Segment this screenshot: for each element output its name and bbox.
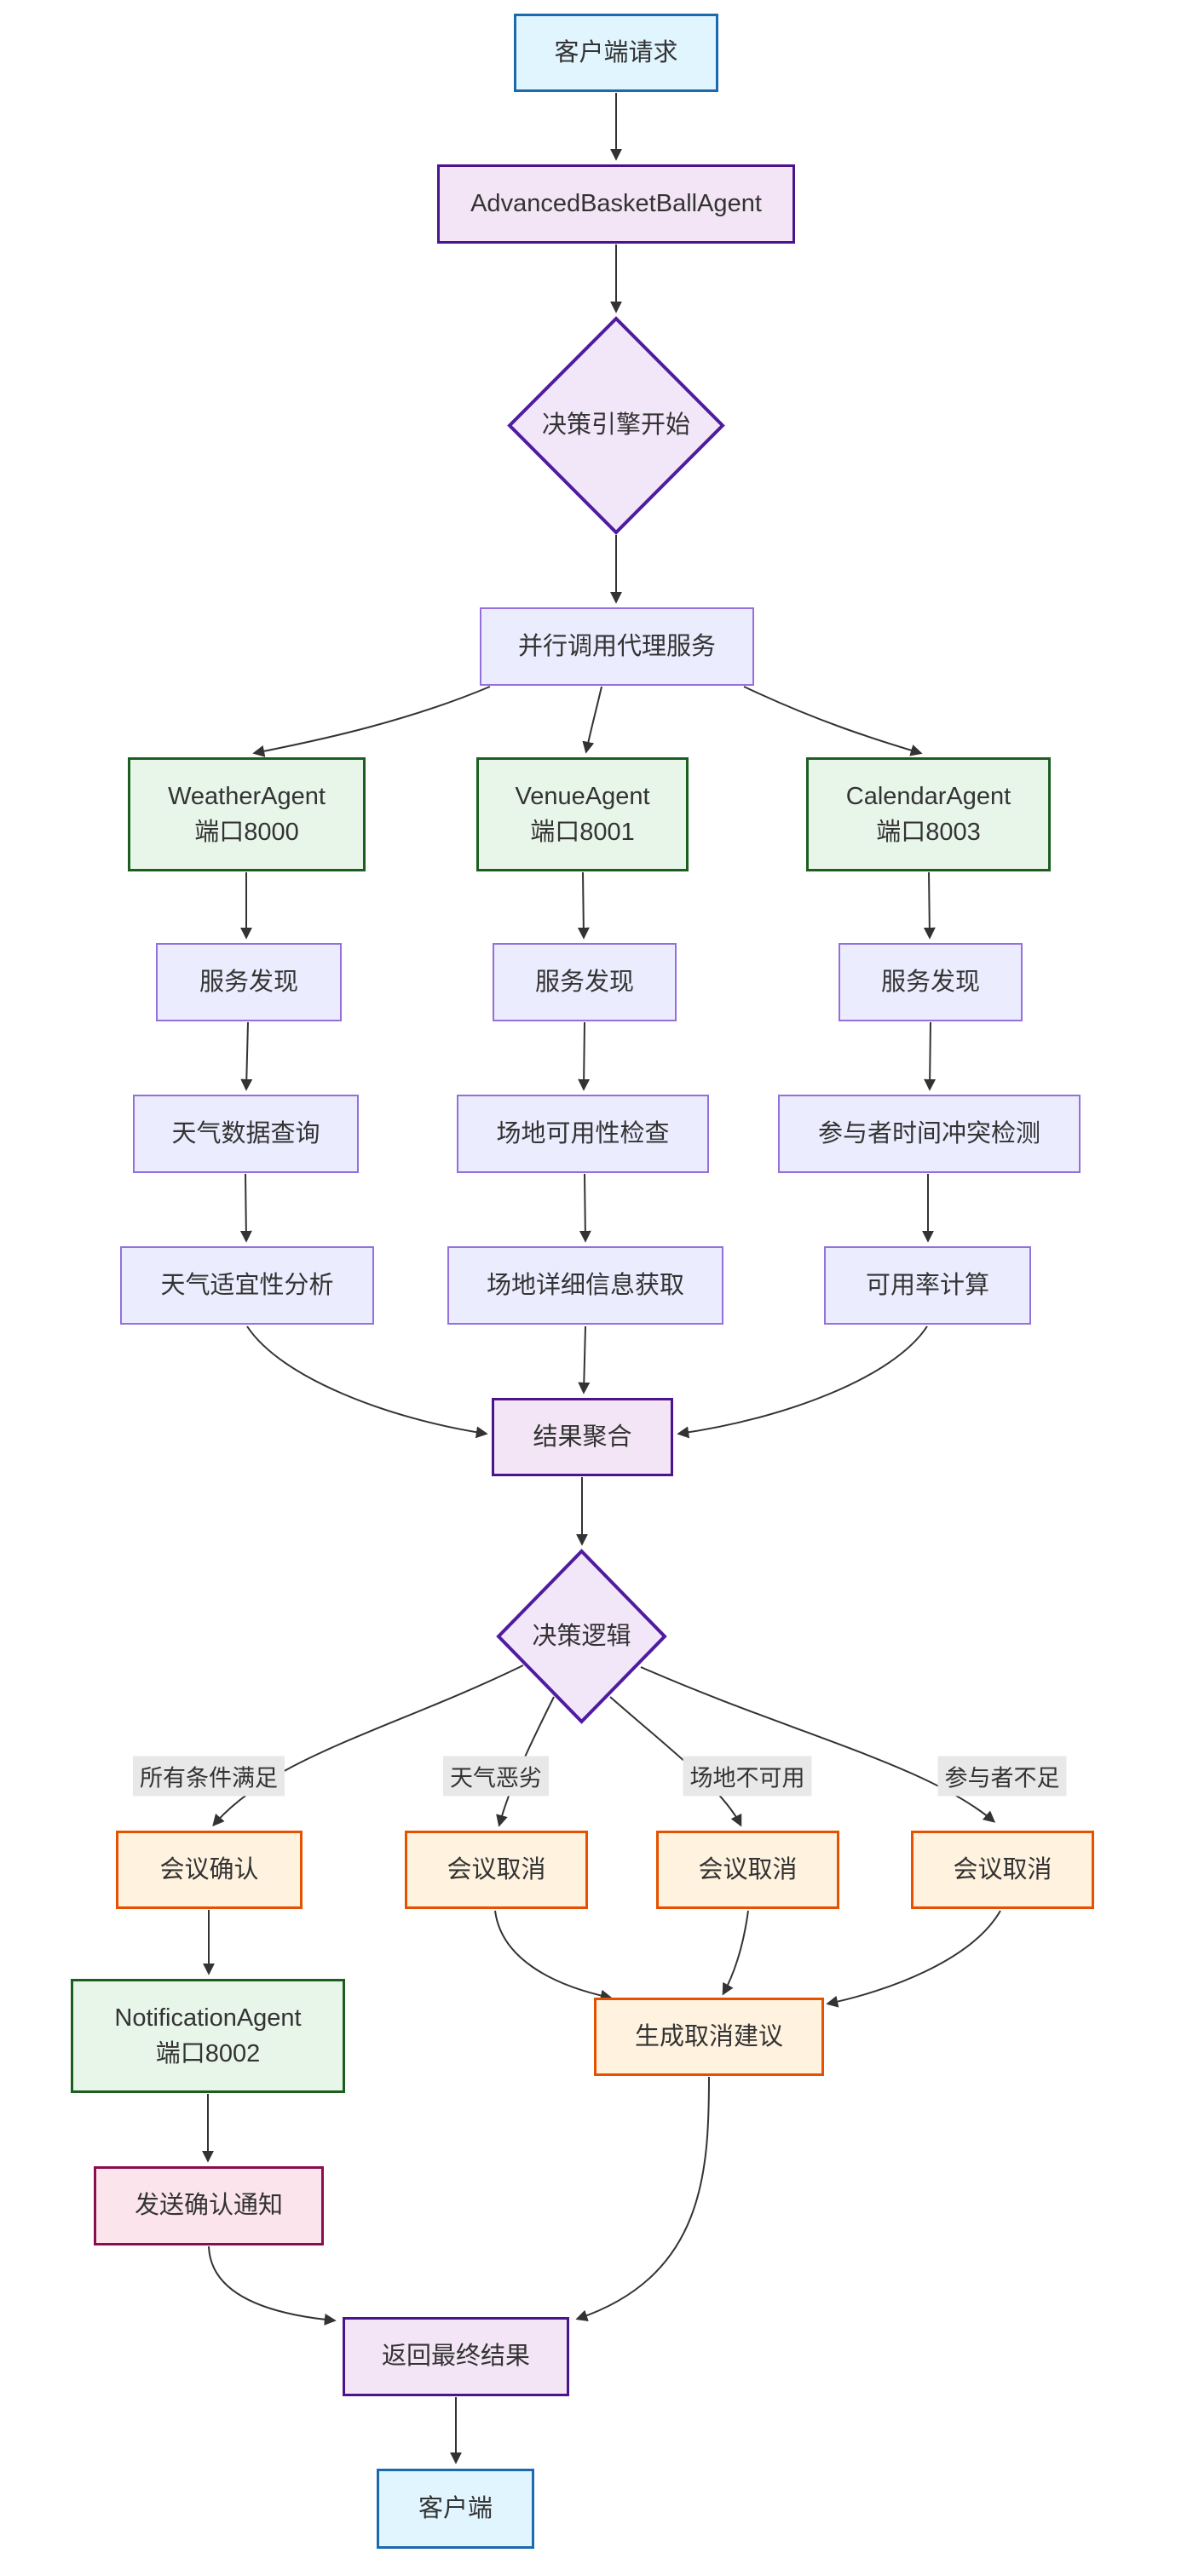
node-label: NotificationAgent	[114, 2004, 302, 2032]
edge-generate-returnfinal	[575, 2076, 710, 2322]
edge-cancelparticipants-generate	[826, 1910, 1001, 2008]
node-decision-logic: 决策逻辑	[496, 1549, 667, 1724]
node-port: 端口8000	[194, 819, 299, 846]
node-label: 服务发现	[199, 968, 298, 996]
node-label: 发送确认通知	[134, 2192, 283, 2220]
node-meeting-cancel-weather: 会议取消	[405, 1831, 588, 1909]
node-label: 场地详细信息获取	[486, 1271, 684, 1299]
edge-cancelweather-generate	[494, 1910, 613, 2002]
diamond-shape	[507, 316, 725, 535]
node-label: CalendarAgent	[845, 782, 1011, 810]
node-label: 服务发现	[534, 968, 634, 996]
node-label: 会议取消	[447, 1855, 546, 1883]
node-label: 天气适宜性分析	[160, 1271, 334, 1299]
node-label: 客户端请求	[554, 38, 678, 66]
edge-sendconfirm-returnfinal	[208, 2245, 337, 2326]
node-calendar-agent: CalendarAgent 端口8003	[806, 757, 1051, 871]
node-meeting-cancel-participants: 会议取消	[911, 1831, 1094, 1909]
node-label: 生成取消建议	[634, 2022, 783, 2050]
node-venue-detail-fetch: 场地详细信息获取	[447, 1246, 723, 1325]
node-availability-calculation: 可用率计算	[824, 1246, 1031, 1325]
node-label: 会议取消	[698, 1855, 798, 1883]
node-label: 并行调用代理服务	[517, 632, 716, 660]
node-label: 会议确认	[159, 1855, 259, 1883]
node-service-discovery-calendar: 服务发现	[839, 943, 1023, 1021]
node-label: 会议取消	[953, 1855, 1052, 1883]
edge-detail-aggregation	[578, 1325, 591, 1394]
edge-availability-aggregation	[677, 1325, 928, 1439]
edge-weatherquery-analysis	[239, 1173, 252, 1243]
edge-calendaragent-sd	[923, 871, 936, 940]
node-label: 参与者时间冲突检测	[817, 1119, 1040, 1147]
node-label: 场地可用性检查	[496, 1119, 670, 1147]
edge-sd-venuecheck	[578, 1021, 591, 1091]
node-label: 可用率计算	[865, 1271, 989, 1299]
node-label: 决策引擎开始	[541, 411, 690, 440]
edge-decision-confirm	[212, 1665, 524, 1827]
node-label: 服务发现	[880, 968, 980, 996]
node-meeting-confirm: 会议确认	[116, 1831, 303, 1909]
diamond-shape	[496, 1549, 667, 1724]
edge-label-venue-unavailable: 场地不可用	[683, 1756, 812, 1797]
node-label: AdvancedBasketBallAgent	[470, 190, 762, 218]
edge-sd-conflict	[924, 1021, 937, 1091]
node-port: 端口8003	[876, 819, 981, 846]
edge-parallel-calendaragent	[743, 686, 923, 756]
node-advanced-basketball-agent: AdvancedBasketBallAgent	[437, 164, 795, 244]
edge-label-all-conditions-met: 所有条件满足	[133, 1756, 285, 1797]
edge-label-insufficient-participants: 参与者不足	[937, 1756, 1067, 1797]
node-participant-conflict-detection: 参与者时间冲突检测	[778, 1095, 1081, 1173]
node-weather-agent: WeatherAgent 端口8000	[128, 757, 366, 871]
node-service-discovery-weather: 服务发现	[156, 943, 342, 1021]
edge-parallel-weatheragent	[252, 686, 491, 757]
node-generate-cancel-advice: 生成取消建议	[594, 1998, 824, 2076]
node-label: 天气数据查询	[171, 1119, 320, 1147]
node-client-request: 客户端请求	[514, 14, 718, 92]
node-meeting-cancel-venue: 会议取消	[656, 1831, 839, 1909]
node-label: 决策逻辑	[532, 1622, 631, 1650]
node-service-discovery-venue: 服务发现	[493, 943, 677, 1021]
edge-parallel-venueagent	[582, 686, 602, 754]
node-parallel-call: 并行调用代理服务	[480, 607, 754, 686]
edge-cancelvenue-generate	[722, 1910, 749, 1996]
edge-analysis-aggregation	[246, 1325, 488, 1439]
node-label: VenueAgent	[515, 782, 650, 810]
node-port: 端口8002	[155, 2040, 261, 2067]
edge-sd-weatherquery	[240, 1021, 253, 1091]
node-label: 客户端	[418, 2494, 493, 2522]
node-client: 客户端	[377, 2469, 534, 2549]
node-send-confirm-notification: 发送确认通知	[94, 2166, 324, 2245]
edge-venueagent-sd	[577, 871, 590, 940]
edge-decision-cancelparticipants	[640, 1666, 996, 1823]
node-port: 端口8001	[530, 819, 635, 846]
node-label: 结果聚合	[533, 1423, 632, 1451]
node-label: 返回最终结果	[381, 2343, 530, 2371]
node-weather-data-query: 天气数据查询	[133, 1095, 359, 1173]
node-result-aggregation: 结果聚合	[492, 1398, 673, 1476]
edge-label-bad-weather: 天气恶劣	[443, 1756, 549, 1797]
node-label: WeatherAgent	[168, 782, 326, 810]
node-venue-availability-check: 场地可用性检查	[457, 1095, 709, 1173]
node-venue-agent: VenueAgent 端口8001	[476, 757, 689, 871]
node-weather-suitability-analysis: 天气适宜性分析	[120, 1246, 374, 1325]
node-decision-engine-start: 决策引擎开始	[507, 316, 725, 535]
node-return-final-result: 返回最终结果	[343, 2317, 569, 2396]
node-notification-agent: NotificationAgent 端口8002	[71, 1979, 345, 2093]
